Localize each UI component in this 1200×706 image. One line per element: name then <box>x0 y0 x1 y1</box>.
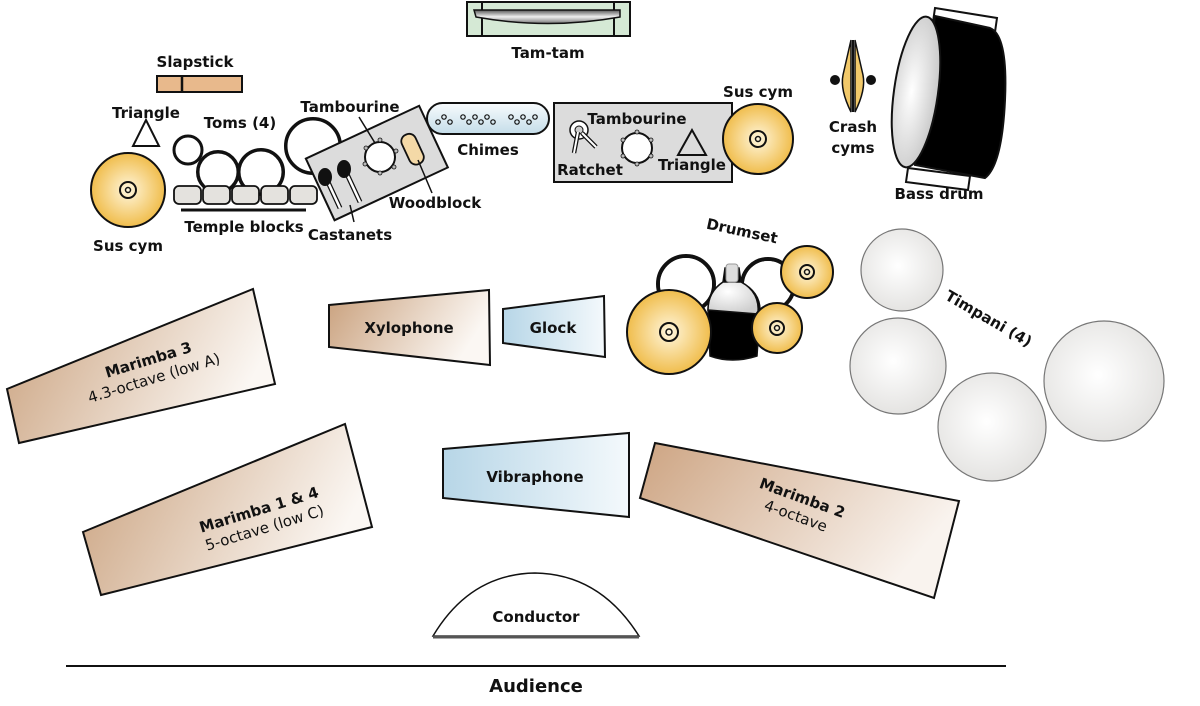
bass-drum-label: Bass drum <box>894 185 983 203</box>
tambourine-right <box>620 129 654 167</box>
castanets-label: Castanets <box>308 226 392 244</box>
marimba-2 <box>638 441 961 600</box>
tamtam <box>466 1 631 37</box>
conductor-label: Conductor <box>492 608 580 626</box>
tambourine-left-label: Tambourine <box>300 98 399 116</box>
sus-cym-left-label: Sus cym <box>93 237 163 255</box>
drumset <box>626 245 834 375</box>
marimba-1-4 <box>81 422 374 597</box>
crash-cyms <box>830 39 876 113</box>
ratchet-icon <box>569 120 598 154</box>
ratchet-label: Ratchet <box>557 161 623 179</box>
timpani <box>849 228 1165 482</box>
sus-cym-left <box>90 152 166 228</box>
xylophone-label: Xylophone <box>364 319 453 337</box>
castanets-leader <box>349 204 355 223</box>
tambourine-left <box>362 137 399 176</box>
triangle-left-label: Triangle <box>112 104 180 122</box>
woodblock-label: Woodblock <box>389 194 482 212</box>
glock-label: Glock <box>530 319 578 337</box>
tambourine-right-label: Tambourine <box>587 110 686 128</box>
chimes-label: Chimes <box>457 141 519 159</box>
timpani-label: Timpani (4) <box>942 287 1035 351</box>
marimba-3 <box>5 287 277 445</box>
tamtam-label: Tam-tam <box>511 44 584 62</box>
triangle-left-icon <box>131 117 161 147</box>
xylophone <box>328 288 492 367</box>
sus-cym-right <box>722 103 794 175</box>
crash-cyms-label-line2: cyms <box>831 139 874 157</box>
castanets <box>318 160 363 210</box>
bass-drum <box>890 6 1007 192</box>
audience-label: Audience <box>489 676 583 697</box>
chimes <box>426 102 550 135</box>
drumset-label: Drumset <box>705 215 780 248</box>
triangle-right-label: Triangle <box>658 156 726 174</box>
slapstick <box>156 75 243 93</box>
slapstick-label: Slapstick <box>157 53 235 71</box>
tambourine-left-leader <box>358 116 376 144</box>
sus-cym-right-label: Sus cym <box>723 83 793 101</box>
triangle-right-icon <box>676 127 708 156</box>
crash-cyms-label-line1: Crash <box>829 118 877 136</box>
temple-blocks <box>173 185 318 212</box>
glock <box>502 294 607 359</box>
vibraphone-label: Vibraphone <box>486 468 583 486</box>
vibraphone <box>442 431 630 519</box>
conductor-podium <box>431 572 641 639</box>
temple-blocks-label: Temple blocks <box>184 218 303 236</box>
toms-label: Toms (4) <box>204 114 276 132</box>
woodblock-leader <box>417 159 433 194</box>
